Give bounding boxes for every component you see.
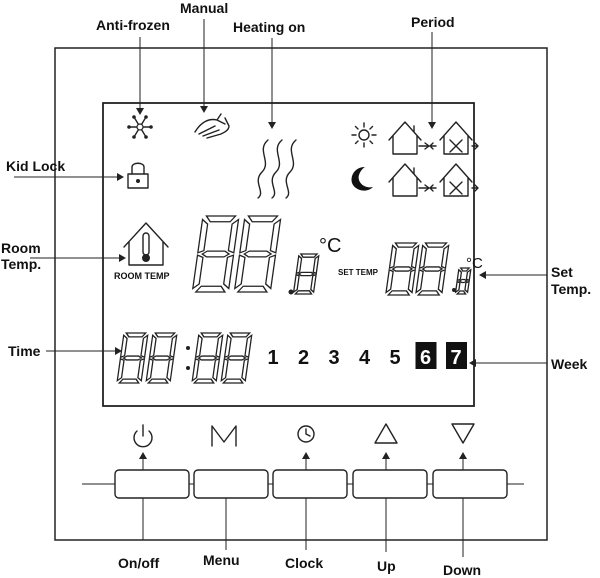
- callout-time: Time: [8, 343, 41, 359]
- set-temp-digit-2: [415, 242, 450, 296]
- moon-icon: [351, 167, 373, 191]
- callout-heating-on: Heating on: [233, 19, 305, 35]
- callout-kid-lock: Kid Lock: [6, 158, 65, 174]
- set-decimal-point: [452, 288, 456, 292]
- weekday-highlight-7: [446, 342, 467, 369]
- on-off-label: On/off: [118, 555, 160, 571]
- segment-digits: [116, 215, 472, 384]
- clock-icon: [297, 425, 315, 443]
- menu-label: Menu: [203, 552, 240, 568]
- room-temp-digit-2: [233, 215, 282, 293]
- time-digit-2: [145, 332, 178, 384]
- weekday-highlight-6: [415, 342, 437, 369]
- power-icon: [133, 424, 153, 448]
- room-celsius-unit: °C: [319, 235, 341, 257]
- set-temp-label: SET TEMP: [338, 268, 379, 277]
- device-frame: [54, 47, 548, 541]
- time-digit-3: [191, 332, 224, 384]
- hand-icon: [194, 113, 230, 139]
- down-triangle-icon: [451, 423, 475, 444]
- up-triangle-icon: [374, 423, 398, 444]
- heating-waves-icon: [257, 139, 297, 199]
- up-label: Up: [377, 558, 396, 574]
- room-temp-decimal-digit: [292, 253, 320, 295]
- set-temp-decimal-digit: [454, 267, 472, 295]
- clock-button[interactable]: [272, 469, 348, 499]
- callout-room-temp-2: Temp.: [1, 256, 41, 272]
- away-house-icon: [429, 121, 479, 155]
- weekday-7: 7: [450, 347, 461, 369]
- clock-label: Clock: [285, 555, 323, 571]
- room-temp-label: ROOM TEMP: [114, 271, 170, 281]
- callout-week: Week: [551, 356, 588, 372]
- down-button[interactable]: [432, 469, 508, 499]
- callout-manual: Manual: [180, 0, 228, 16]
- up-button[interactable]: [352, 469, 428, 499]
- button-row: [114, 469, 508, 499]
- menu-m-icon: [211, 425, 237, 447]
- on-off-button[interactable]: [114, 469, 190, 499]
- snowflake-icon: [127, 115, 153, 139]
- home-arrive-icon: [388, 121, 430, 155]
- time-digit-4: [220, 332, 253, 384]
- set-temp-digit-1: [385, 242, 420, 296]
- weekday-1: 1: [267, 347, 278, 369]
- time-digit-1: [116, 332, 149, 384]
- weekday-5: 5: [389, 347, 400, 369]
- callout-set-temp-2: Temp.: [551, 281, 591, 297]
- time-colon-top: [186, 346, 190, 350]
- down-label: Down: [443, 562, 481, 578]
- time-colon-bottom: [186, 366, 190, 370]
- weekday-3: 3: [328, 347, 339, 369]
- callout-period: Period: [411, 14, 455, 30]
- padlock-icon: [127, 162, 149, 189]
- away-house-icon-2: [429, 163, 479, 197]
- menu-button[interactable]: [193, 469, 269, 499]
- home-arrive-icon-2: [388, 163, 430, 197]
- weekday-6: 6: [420, 347, 431, 369]
- callout-anti-frozen: Anti-frozen: [96, 17, 170, 33]
- lcd-screen: [102, 102, 475, 407]
- callout-room-temp-1: Room: [1, 240, 41, 256]
- callout-set-temp-1: Set: [551, 264, 573, 280]
- room-decimal-point: [288, 289, 294, 295]
- room-house-thermometer-icon: [123, 222, 169, 266]
- room-temp-digit-1: [191, 215, 240, 293]
- sun-icon: [351, 122, 377, 148]
- weekday-2: 2: [298, 347, 309, 369]
- weekday-4: 4: [359, 347, 371, 369]
